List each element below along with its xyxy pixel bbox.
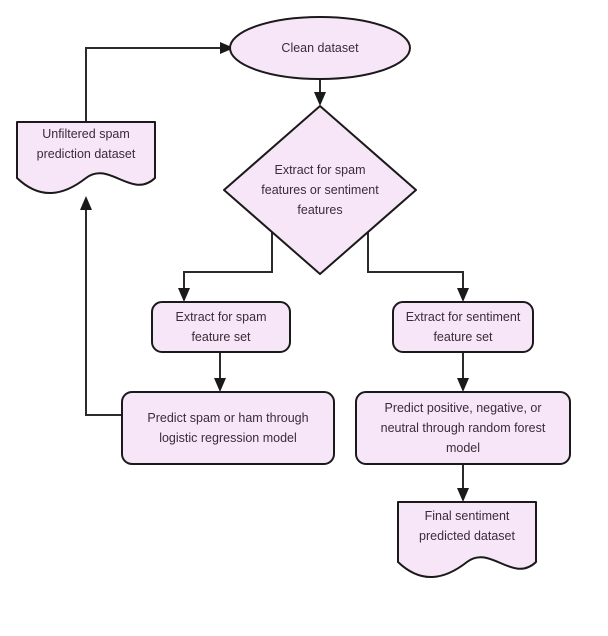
node-predict-spam-or-ham[interactable] — [121, 391, 335, 465]
edge-unfiltered-to-clean — [85, 42, 234, 122]
edge-clean-to-decision — [314, 79, 326, 106]
edge-predict-spam-to-unfiltered — [80, 196, 122, 416]
node-final-sentiment-dataset[interactable] — [397, 501, 537, 578]
edge-sentiment-features-to-predict-sentiment — [457, 352, 469, 392]
edge-decision-to-spam-features — [178, 232, 273, 302]
node-predict-sentiment[interactable] — [355, 391, 571, 465]
edge-predict-sentiment-to-final — [457, 464, 469, 502]
node-unfiltered-spam-prediction-dataset[interactable] — [16, 121, 156, 194]
node-clean-dataset[interactable] — [229, 16, 411, 80]
node-extract-spam-feature-set[interactable] — [151, 301, 291, 353]
edge-decision-to-sentiment-features — [367, 232, 469, 302]
node-extract-decision[interactable] — [223, 105, 417, 275]
edge-spam-features-to-predict-spam — [214, 352, 226, 392]
node-extract-sentiment-feature-set[interactable] — [392, 301, 534, 353]
